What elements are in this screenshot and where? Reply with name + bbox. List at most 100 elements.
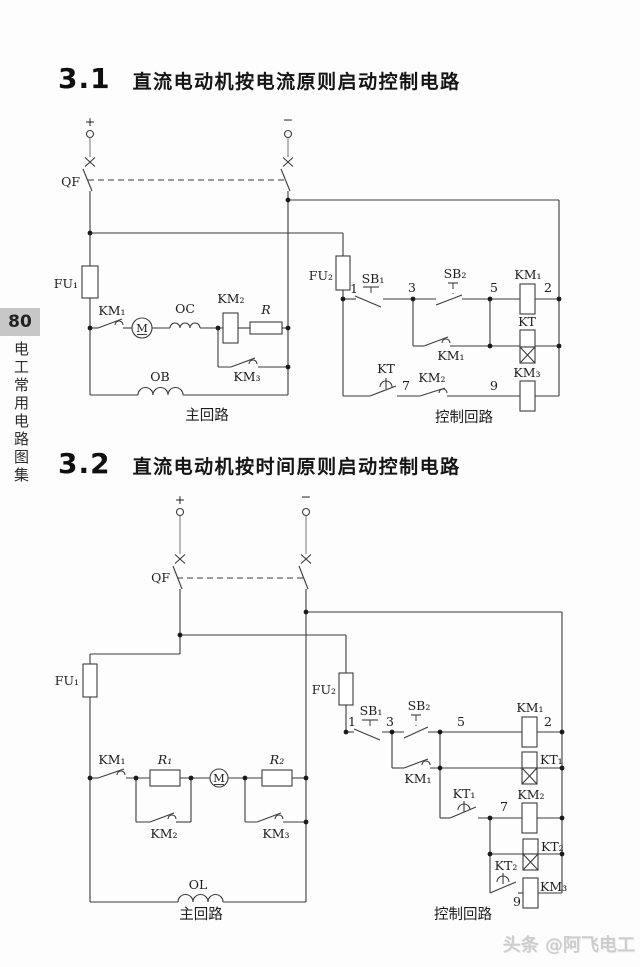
km3-main-label: KM₃: [233, 369, 260, 384]
control-right-feeder: [306, 611, 563, 893]
kt1-contact-label: KT₁: [453, 786, 476, 801]
terminal-circle: [283, 129, 293, 139]
km2-coil-label: KM₂: [517, 787, 544, 802]
qf-breaker: QF: [151, 565, 309, 590]
node-5: 5: [490, 280, 498, 295]
kt1-coil-label: KT₁: [540, 752, 563, 767]
control-row1: 1 SB₁ 3 SB₂ 5 KM₁ 2: [343, 266, 559, 315]
node-7: 7: [500, 799, 508, 814]
control-row1: 1 SB₁ 3 SB₂ 5 KM₁ 2: [346, 698, 562, 748]
km2-bypass-contact: KM₂: [135, 778, 192, 841]
main-circuit-caption: 主回路: [185, 407, 229, 424]
motor-label: M: [213, 771, 225, 785]
fu2-fuse: FU₂: [309, 255, 351, 291]
junction-dots: [87, 609, 565, 857]
km1-main-label: KM₁: [98, 303, 125, 318]
kt-coil: KT: [518, 314, 536, 364]
section-number: 3.1: [58, 62, 111, 95]
sb2-label: SB₂: [444, 266, 467, 281]
r-label: R: [260, 302, 270, 317]
qf-label: QF: [61, 174, 80, 189]
plus-terminal-label: +: [175, 492, 185, 507]
watermark-text: 头条 @阿飞电工: [502, 935, 635, 956]
km2-main-label: KM₂: [217, 291, 244, 306]
kt1-delay-contact: KT₁: [449, 786, 477, 819]
page-number-badge: 80: [0, 308, 40, 336]
dc-supply-terminals: + −: [174, 489, 312, 564]
sb1-label: SB₁: [362, 271, 385, 286]
oc-coil: OC: [169, 301, 201, 329]
control-left-feeder: [90, 232, 344, 396]
km3-coil-label: KM₃: [513, 365, 540, 380]
km1-coil: KM₁: [514, 267, 542, 315]
ob-label: OB: [150, 369, 169, 384]
motor-symbol: M: [209, 768, 229, 788]
junction-dots: [87, 197, 562, 370]
kt-contact-label: KT: [377, 361, 395, 376]
km3-bypass-contact: KM₃: [244, 778, 306, 841]
node-9: 9: [490, 378, 498, 393]
kt-delay-contact: KT: [369, 361, 397, 397]
km1-main-contact: KM₁: [90, 303, 126, 329]
minus-terminal-label: −: [301, 489, 311, 504]
fu2-fuse: FU₂: [312, 672, 354, 706]
kt2-coil: KT₂: [522, 838, 564, 871]
r2-resistor: R₂: [261, 752, 293, 787]
sb2-label: SB₂: [408, 698, 431, 713]
sb2-start-button: SB₂: [435, 266, 467, 306]
control-left-feeder: [180, 634, 347, 732]
ol-winding: OL: [90, 877, 306, 903]
ob-winding: OB: [90, 369, 288, 396]
control-row2: KM₁ KT: [412, 299, 559, 364]
sb1-stop-button: SB₁: [354, 271, 385, 308]
control-row3: KT 7 KM₂ 9 KM₃: [343, 361, 559, 412]
fu1-fuse: FU₁: [55, 663, 98, 698]
node-2: 2: [544, 714, 552, 729]
km1-coil-label: KM₁: [514, 267, 541, 282]
section-number: 3.2: [58, 447, 111, 480]
kt-coil-label: KT: [518, 314, 536, 329]
terminal-circle: [301, 507, 311, 517]
r1-resistor: R₁: [149, 752, 181, 787]
section-title: 直流电动机按时间原则启动控制电路: [132, 456, 461, 478]
sb1-stop-button: SB₁: [353, 703, 382, 741]
oc-label: OC: [175, 301, 195, 316]
terminal-circle: [85, 129, 95, 139]
r-resistor: R: [249, 302, 283, 335]
motor-symbol: M: [131, 317, 153, 339]
qf-breaker: QF: [61, 168, 291, 192]
km1-aux-label: KM₁: [437, 348, 464, 363]
km2-contact-label: KM₂: [418, 370, 445, 385]
km1-main-label: KM₁: [98, 752, 125, 767]
km2-contact: KM₂: [418, 370, 448, 397]
km1-coil-label: KM₁: [516, 700, 543, 715]
kt2-delay-contact: KT₂: [489, 858, 518, 894]
fu2-label: FU₂: [312, 682, 336, 697]
control-row3: KT₁ 7 KM₂: [439, 768, 562, 834]
control-circuit-caption: 控制回路: [434, 906, 492, 923]
kt2-coil-label: KT₂: [541, 839, 564, 854]
section-heading-3-1: 3.1 直流电动机按电流原则启动控制电路: [58, 62, 461, 95]
main-circuit-caption: 主回路: [179, 906, 223, 923]
km3-main-label: KM₃: [262, 826, 289, 841]
left-rail: [89, 589, 181, 902]
node-3: 3: [386, 714, 394, 729]
section-heading-3-2: 3.2 直流电动机按时间原则启动控制电路: [58, 447, 461, 480]
control-row5: KT₂ 9 KM₃: [489, 854, 567, 909]
plus-terminal-label: +: [85, 114, 95, 129]
diagram-3-1: + − QF FU₁ FU₂: [54, 112, 562, 426]
r1-label: R₁: [157, 752, 172, 767]
node-1: 1: [350, 281, 358, 296]
control-circuit-caption: 控制回路: [435, 409, 493, 426]
km2-coil: KM₂: [517, 787, 545, 834]
kt2-contact-label: KT₂: [495, 858, 518, 873]
km2-series-relay: KM₂: [217, 291, 245, 344]
control-row2: KM₁ KT₁: [391, 732, 563, 786]
node-3: 3: [408, 280, 416, 295]
km3-coil: KM₃: [513, 365, 541, 412]
sb2-start-button: SB₂: [403, 698, 431, 739]
kt1-coil: KT₁: [521, 751, 563, 785]
r2-label: R₂: [269, 752, 284, 767]
km1-coil: KM₁: [516, 700, 544, 748]
